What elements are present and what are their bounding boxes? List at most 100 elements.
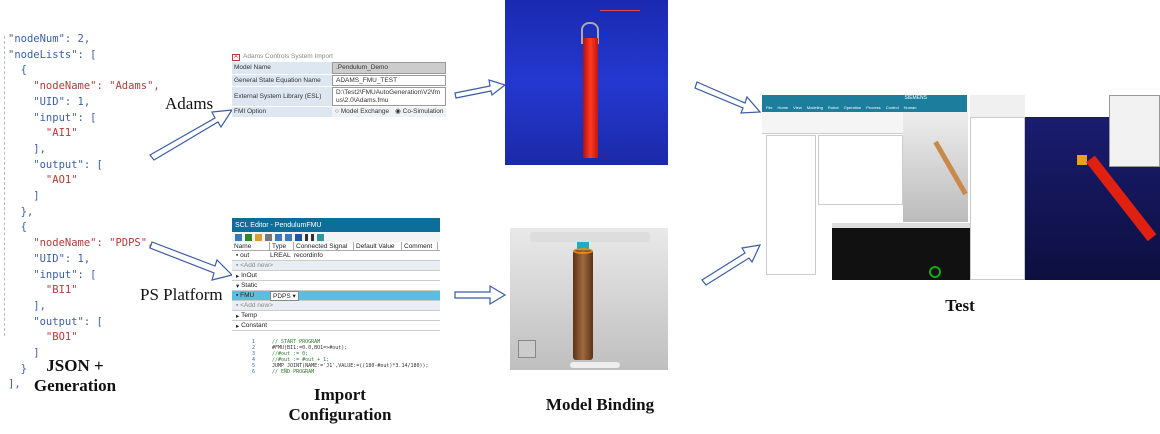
scl-toolbar xyxy=(232,232,440,242)
radio-co-simulation[interactable]: ◉ Co-Simulation xyxy=(395,108,444,116)
adams-toolbar xyxy=(970,95,1025,117)
ribbon-tab[interactable]: Robot xyxy=(827,105,839,110)
annotation-line xyxy=(600,10,640,11)
arrow-json-to-ps xyxy=(149,241,234,281)
row-name: <Add new> xyxy=(240,262,274,269)
ps-titlebar: SIEMENS xyxy=(762,95,967,105)
row-name: out xyxy=(240,252,250,259)
arrow-json-to-adams xyxy=(149,109,234,161)
code-line: ], xyxy=(8,378,21,391)
arrow-scl-to-binding xyxy=(454,284,507,306)
code-line: { xyxy=(8,221,27,234)
code-line: { xyxy=(8,64,27,77)
row-signal: recordinfo xyxy=(294,252,323,259)
ribbon-tab[interactable]: Human xyxy=(903,105,917,110)
code-text: // END PROGRAM xyxy=(272,369,315,375)
ribbon-tabs: File Home View Modeling Robot Operation Proces… xyxy=(762,105,967,112)
pivot-block xyxy=(1077,155,1087,165)
ribbon-tab[interactable]: View xyxy=(793,105,802,110)
simulation-panel xyxy=(1109,95,1160,167)
toolbar-icon[interactable] xyxy=(285,233,292,241)
scl-editor-mini xyxy=(818,135,903,205)
equation-name-field[interactable]: ADAMS_FMU_TEST xyxy=(332,74,446,86)
row-fmi-option: FMI Option ○ Model Exchange ◉ Co-Simulat… xyxy=(232,107,446,118)
field-label: Model Name xyxy=(232,62,332,74)
line-number: 5 xyxy=(252,363,256,369)
view-toolbar[interactable] xyxy=(530,232,650,242)
toolbar-icon[interactable] xyxy=(235,233,242,241)
code-line: "nodeName": "Adams", xyxy=(8,80,160,93)
ribbon-tab[interactable]: Operation xyxy=(843,105,862,110)
code-line: "UID": 1, xyxy=(8,95,91,108)
radio-label: Co-Simulation xyxy=(402,108,444,116)
code-line: }, xyxy=(8,205,34,218)
folder-icon[interactable] xyxy=(255,233,262,241)
col-type: Type xyxy=(270,242,294,250)
scl-table-header: Name Type Connected Signal Default Value… xyxy=(232,242,440,251)
field-label: External System Library (ESL) xyxy=(232,87,332,106)
table-row[interactable]: ▸ Temp xyxy=(232,311,440,321)
ribbon-tab[interactable]: Modeling xyxy=(806,105,823,110)
caption-json-generation: JSON + Generation xyxy=(33,356,117,395)
table-row[interactable]: ▸ InOut xyxy=(232,271,440,281)
bug-icon[interactable] xyxy=(317,233,324,241)
code-line: 2 #FMU(BI1:=0.0,BO1=>#out); xyxy=(252,345,429,351)
code-text: // START PROGRAM xyxy=(272,339,321,345)
adams-model-view xyxy=(505,0,668,165)
adams-model-tree xyxy=(970,117,1025,280)
console-window xyxy=(832,223,977,280)
toolbar-icon[interactable] xyxy=(245,233,252,241)
col-signal: Connected Signal xyxy=(294,242,354,250)
adams-import-dialog: A Adams Controls System Import Model Nam… xyxy=(232,52,446,118)
type-dropdown[interactable]: PDPS ▾ xyxy=(270,290,299,301)
code-line: "nodeName": "PDPS", xyxy=(8,237,154,250)
row-name: <Add new> xyxy=(240,302,274,309)
toolbar-icon[interactable] xyxy=(275,233,282,241)
radio-model-exchange[interactable]: ○ Model Exchange xyxy=(335,108,390,116)
ribbon-tab[interactable]: File xyxy=(766,105,773,110)
code-line: "BO1" xyxy=(8,331,78,344)
table-row[interactable]: ▸ Constant xyxy=(232,321,440,331)
scl-editor: SCL Editor - PendulumFMU Name Type Conne… xyxy=(232,218,440,340)
row-name: Constant xyxy=(241,322,268,329)
row-name: Static xyxy=(241,282,258,289)
table-row[interactable]: ▪ <Add new> xyxy=(232,261,440,271)
ribbon-tab[interactable]: Home xyxy=(777,105,789,110)
ribbon-tab[interactable]: Control xyxy=(885,105,899,110)
view-cube-icon[interactable] xyxy=(518,340,536,358)
code-text: //#out := 0; xyxy=(272,351,309,357)
line-number: 4 xyxy=(252,357,256,363)
code-text: #FMU(BI1:=0.0,BO1=>#out); xyxy=(272,345,348,351)
code-text: //#out := #out + 1; xyxy=(272,357,330,363)
code-line: "AO1" xyxy=(8,174,78,187)
table-row[interactable]: ▾ Static xyxy=(232,281,440,291)
line-number: 6 xyxy=(252,369,256,375)
json-code-block: "nodeNum": 2,"nodeLists": [ { "nodeName"… xyxy=(8,32,160,393)
radio-label: Model Exchange xyxy=(340,108,390,116)
test-screenshot: SIEMENS File Home View Modeling Robot Operati… xyxy=(762,95,1160,280)
toolbar-icon[interactable] xyxy=(305,233,308,241)
code-line: ] xyxy=(8,347,40,360)
code-line: "UID": 1, xyxy=(8,252,91,265)
row-model-name: Model Name.Pendulum_Demo xyxy=(232,62,446,75)
row-type: LREAL xyxy=(270,252,291,259)
save-icon[interactable] xyxy=(265,233,272,241)
code-line: "nodeLists": [ xyxy=(8,48,97,61)
model-name-field[interactable]: .Pendulum_Demo xyxy=(332,62,446,74)
pendulum-rod xyxy=(573,250,593,360)
toolbar-icon[interactable] xyxy=(311,233,314,241)
brand-label: SIEMENS xyxy=(904,95,927,101)
col-name: Name xyxy=(232,242,270,250)
ribbon-tab[interactable]: Process xyxy=(866,105,881,110)
grid-icon[interactable] xyxy=(295,233,302,241)
esl-path-field[interactable]: D:\Test2\FMUAutoGeneration\V2\fmus\2.0\A… xyxy=(332,87,446,106)
field-label: General State Equation Name xyxy=(232,74,332,86)
line-number: 2 xyxy=(252,345,256,351)
code-line: "input": [ xyxy=(8,268,97,281)
joint-cube xyxy=(577,242,589,252)
table-row[interactable]: ▪ <Add new> xyxy=(232,301,440,311)
row-esl: External System Library (ESL)D:\Test2\FM… xyxy=(232,87,446,107)
